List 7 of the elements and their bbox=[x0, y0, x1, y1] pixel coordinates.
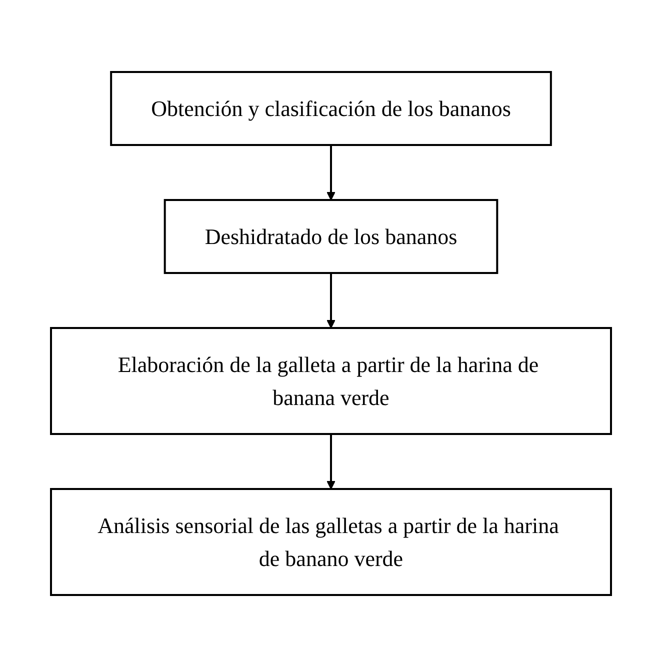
node-box: Análisis sensorial de las galletas a partir de la harina de banano verde bbox=[50, 488, 612, 596]
arrow bbox=[326, 273, 336, 328]
node-box: Obtención y clasificación de los bananos bbox=[110, 71, 552, 146]
arrow bbox=[326, 145, 336, 200]
node-box: Deshidratado de los bananos bbox=[164, 199, 498, 274]
node-box: Elaboración de la galleta a partir de la harina de banana verde bbox=[50, 327, 612, 435]
arrow bbox=[326, 434, 336, 490]
